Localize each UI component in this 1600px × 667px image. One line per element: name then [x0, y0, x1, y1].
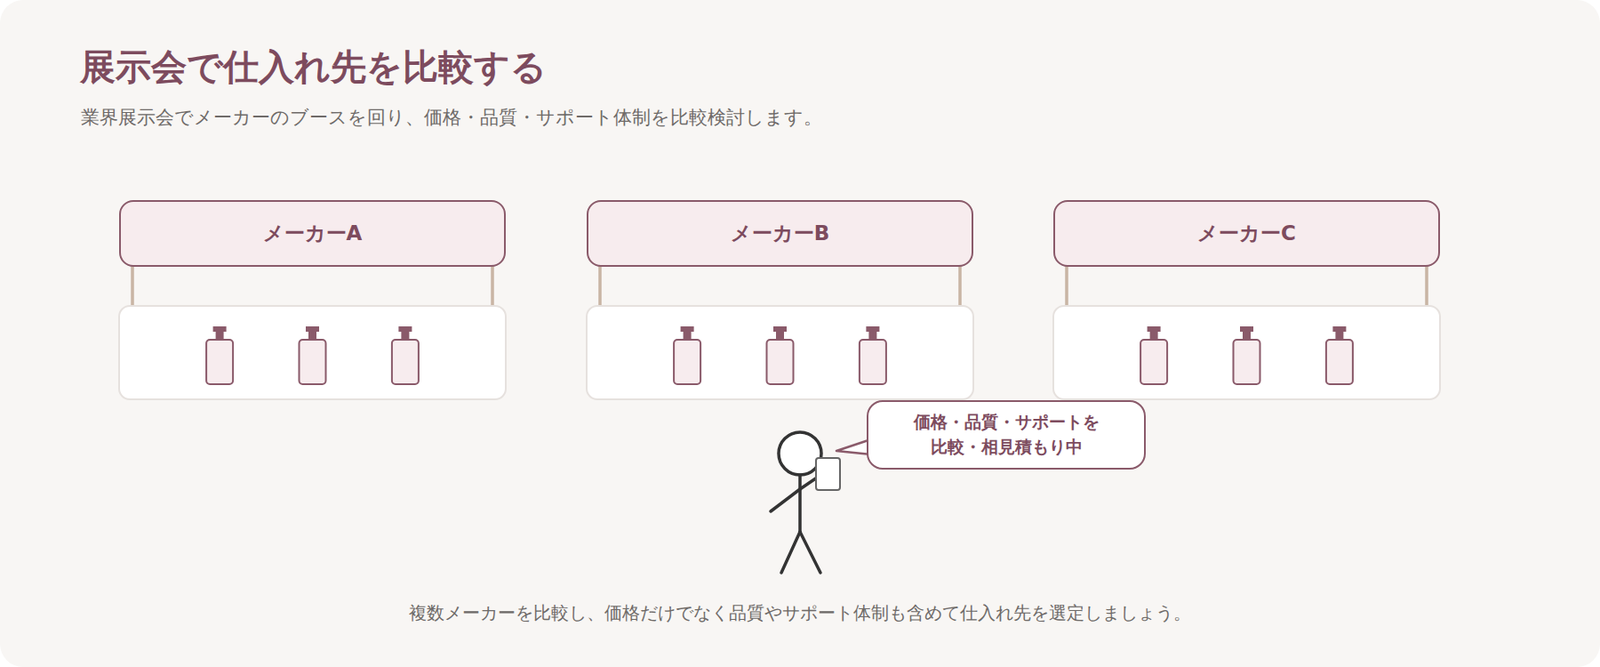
bubble-text: 価格・品質・サポートを 比較・相見積もり中 — [910, 409, 1104, 459]
maker-name: メーカーB — [730, 221, 831, 247]
product-bottle — [392, 326, 419, 384]
speech-bubble: 価格・品質・サポートを 比較・相見積もり中 — [866, 400, 1146, 470]
maker-signboard: メーカーB — [586, 200, 974, 267]
product-bottle — [859, 326, 887, 384]
maker-name: メーカーC — [1197, 221, 1296, 247]
booth-counter — [1053, 263, 1440, 400]
display-counter — [119, 305, 506, 400]
product-bottle — [673, 326, 701, 384]
caption: 複数メーカーを比較し、価格だけでなく品質やサポート体制も含めて仕入れ先を選定しま… — [0, 600, 1600, 625]
booth-post — [130, 263, 135, 308]
tablet — [816, 457, 840, 490]
booth-counter — [119, 263, 506, 400]
booth-post — [1424, 263, 1429, 308]
booth-post — [490, 263, 495, 308]
stick-figure — [770, 432, 822, 573]
product-bottle — [1326, 326, 1353, 384]
booth-counter — [586, 263, 974, 400]
product-bottle — [206, 326, 233, 384]
booth-post — [598, 263, 602, 308]
display-counter — [1053, 305, 1440, 400]
product-bottle — [1233, 326, 1261, 384]
product-bottle — [767, 326, 794, 384]
booth-post — [1064, 263, 1069, 308]
maker-signboard: メーカーC — [1053, 200, 1440, 267]
display-counter — [586, 305, 974, 400]
maker-signboard: メーカーA — [119, 200, 506, 267]
booth-post — [958, 263, 962, 308]
title: 展示会で仕入れ先を比較する — [80, 42, 547, 92]
subtitle: 業界展示会でメーカーのブースを回り、価格・品質・サポート体制を比較検討します。 — [80, 104, 823, 130]
product-bottle — [299, 326, 327, 384]
maker-name: メーカーA — [263, 221, 363, 247]
product-bottle — [1140, 326, 1168, 384]
